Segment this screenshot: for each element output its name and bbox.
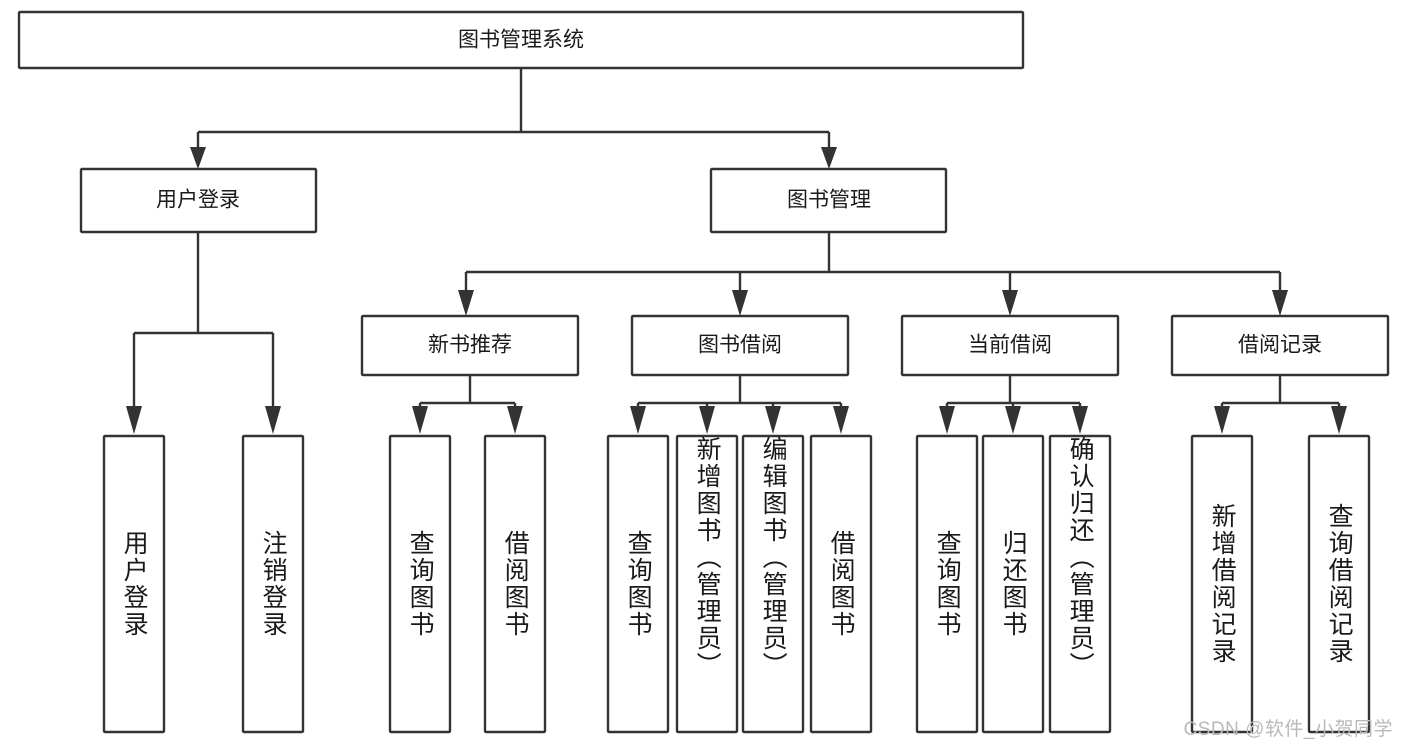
arrow-to-current-borrow [1002, 290, 1018, 316]
leaf-book-borrow-2-box[interactable] [741, 434, 805, 734]
arrow-book-borrow-leaf2 [699, 406, 715, 434]
leaf-current-borrow-0-box[interactable] [915, 434, 979, 734]
leaf-user-login-1-box[interactable] [241, 434, 305, 734]
arrow-user-login-leaf2 [265, 406, 281, 434]
leaf-borrow-record-0-box[interactable] [1190, 434, 1254, 734]
arrow-root-to-book-manage [821, 147, 837, 169]
arrow-current-borrow-leaf2 [1005, 406, 1021, 434]
arrow-current-borrow-leaf3 [1072, 406, 1088, 434]
leaf-book-borrow-3-box[interactable] [809, 434, 873, 734]
arrow-to-book-borrow [732, 290, 748, 316]
node-book-manage-label: 图书管理 [787, 189, 871, 212]
node-book-borrow-box[interactable] [630, 314, 850, 377]
node-root-box[interactable] [17, 10, 1025, 70]
arrow-new-book-leaf1 [412, 406, 428, 434]
arrow-borrow-record-leaf2 [1331, 406, 1347, 434]
node-borrow-record-label: 借阅记录 [1238, 334, 1322, 357]
leaf-current-borrow-2-box[interactable] [1048, 434, 1112, 734]
leaf-book-borrow-0-box[interactable] [606, 434, 670, 734]
leaf-borrow-record-1-box[interactable] [1307, 434, 1371, 734]
node-book-borrow-label: 图书借阅 [698, 334, 782, 357]
node-current-borrow-label: 当前借阅 [968, 334, 1052, 357]
leaf-current-borrow-1-box[interactable] [981, 434, 1045, 734]
node-user-login-label: 用户登录 [156, 189, 240, 212]
node-layer: 图书管理系统 用户登录 图书管理 新书推荐 图书借阅 当前借阅 借阅记录 [17, 10, 1390, 734]
node-user-login-box[interactable] [79, 167, 318, 234]
connector-layer [126, 68, 1347, 434]
arrow-to-borrow-record [1272, 290, 1288, 316]
node-new-book-recommend-label: 新书推荐 [428, 334, 512, 357]
leaf-new-book-0-box[interactable] [388, 434, 452, 734]
csdn-watermark: CSDN @软件_小贺同学 [1183, 719, 1393, 740]
arrow-borrow-record-leaf1 [1214, 406, 1230, 434]
arrow-book-borrow-leaf3 [765, 406, 781, 434]
arrow-user-login-leaf1 [126, 406, 142, 434]
arrow-book-borrow-leaf4 [833, 406, 849, 434]
arrow-book-borrow-leaf1 [630, 406, 646, 434]
node-book-manage-box[interactable] [709, 167, 948, 234]
node-current-borrow-box[interactable] [900, 314, 1120, 377]
node-borrow-record-box[interactable] [1170, 314, 1390, 377]
leaf-new-book-1-box[interactable] [483, 434, 547, 734]
arrow-root-to-user-login [190, 147, 206, 169]
node-new-book-recommend-box[interactable] [360, 314, 580, 377]
node-root-label: 图书管理系统 [458, 29, 584, 52]
leaf-user-login-0-box[interactable] [102, 434, 166, 734]
arrow-to-new-book [458, 290, 474, 316]
arrow-new-book-leaf2 [507, 406, 523, 434]
leaf-book-borrow-1-box[interactable] [675, 434, 739, 734]
arrow-current-borrow-leaf1 [939, 406, 955, 434]
